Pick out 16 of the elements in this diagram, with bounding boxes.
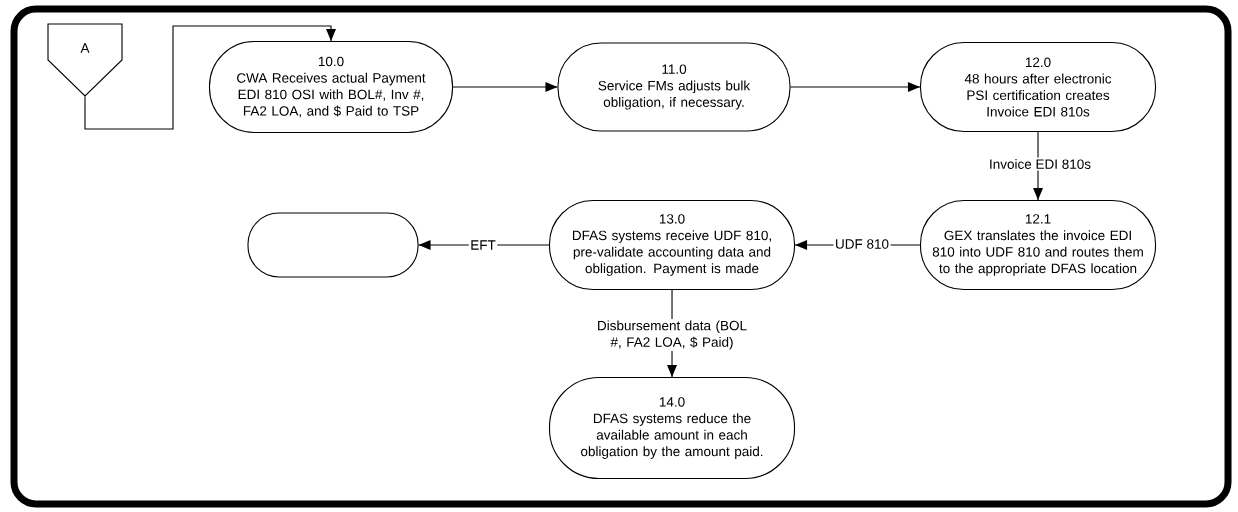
terminator-box [247,212,419,278]
edge-label: Invoice EDI 810s [987,157,1093,171]
process-box: 14.0 DFAS systems reduce the available amount in each obligation by the amount paid. [548,376,796,480]
process-box: 11.0 Service FMs adjusts bulk obligation, if necessary. [557,42,791,132]
arrow [1033,131,1043,201]
edge-label: EFT [468,238,498,252]
arrow [790,82,921,92]
arrow [452,82,558,92]
edge-label: UDF 810 [833,237,891,251]
arrow [84,25,336,130]
process-box: 10.0 CWA Receives actual Payment EDI 810 OSI with BOL#, Inv #, FA2 LOA, and $ Paid to TSP [208,40,454,134]
process-box: 12.0 48 hours after electronic PSI certification creates Invoice EDI 810s [919,41,1157,133]
edge-label: Disbursement data (BOL #, FA2 LOA, $ Paid) [584,318,760,352]
process-box: 12.1 GEX translates the invoice EDI 810 into UDF 810 and routes them to the appropriate DFAS location [919,199,1157,291]
process-box: 13.0 DFAS systems receive UDF 810, pre-validate accounting data and obligation. Payment is made [548,199,796,291]
off-page-connector: A [47,23,123,97]
